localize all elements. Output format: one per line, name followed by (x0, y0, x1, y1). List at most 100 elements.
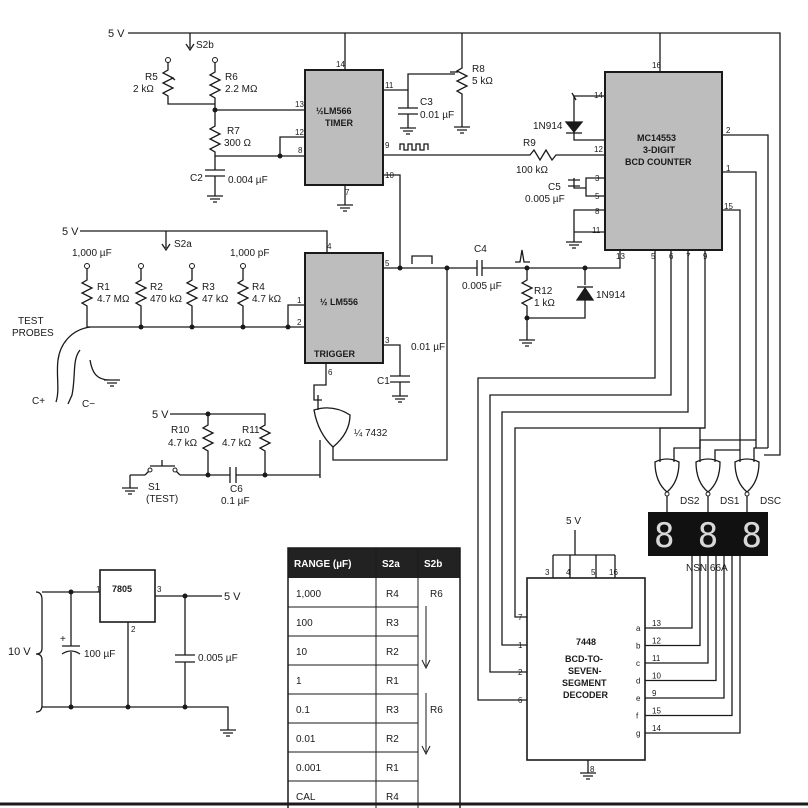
r8-value: 5 kΩ (472, 76, 493, 87)
segment-label-g: g (636, 729, 640, 738)
supply-5v-top-label: 5 V (108, 28, 125, 40)
svg-text:16: 16 (609, 568, 618, 577)
trigger-chip-line2: TRIGGER (314, 349, 356, 359)
range-table-s2a: R4 (386, 792, 399, 803)
svg-text:15: 15 (724, 202, 733, 211)
digit-select-2: DS1 (720, 496, 740, 507)
decoder-chip (526, 577, 646, 761)
decoder-chip-line3: SEVEN- (568, 666, 602, 676)
range-table-range: 100 (296, 618, 313, 629)
probes-label-line1: TEST (18, 316, 44, 327)
counter-chip (604, 71, 723, 251)
counter-output-bus (477, 134, 769, 701)
svg-text:5: 5 (591, 568, 596, 577)
r9-name: R9 (523, 138, 536, 149)
trigger-chip-line1: ½ LM556 (320, 297, 358, 307)
c5-name: C5 (548, 182, 561, 193)
svg-text:14: 14 (336, 60, 345, 69)
decoder-chip-line2: BCD-TO- (565, 654, 603, 664)
segment-label-f: f (636, 712, 639, 721)
counter-diode-network (564, 92, 605, 249)
counter-chip-line3: BCD COUNTER (625, 157, 692, 167)
svg-text:9: 9 (385, 141, 390, 150)
supply-10v-label: 10 V (8, 646, 31, 658)
segment-pin-b: 12 (652, 637, 661, 646)
r6-value: 2.2 MΩ (225, 84, 258, 95)
range-table-range: 10 (296, 647, 308, 658)
range-table-header-1: S2a (382, 559, 400, 570)
svg-text:4: 4 (566, 568, 571, 577)
r4-name: R4 (252, 282, 265, 293)
c3-value: 0.01 µF (420, 110, 454, 121)
c6-value: 0.1 µF (221, 496, 250, 507)
svg-text:6: 6 (518, 696, 523, 705)
svg-text:11: 11 (385, 81, 394, 90)
segment-pin-e: 9 (652, 689, 657, 698)
test-switch-network (122, 413, 320, 495)
probes-label-line2: PROBES (12, 328, 54, 339)
range-table-range: CAL (296, 792, 316, 803)
c2-name: C2 (190, 173, 203, 184)
svg-text:5: 5 (595, 192, 600, 201)
svg-text:13: 13 (616, 252, 625, 261)
r12-name: R12 (534, 286, 553, 297)
range-table-s2a: R1 (386, 676, 399, 687)
segment-pin-g: 14 (652, 724, 661, 733)
r4-cap-label: 1,000 pF (230, 248, 269, 259)
range-table-s2a: R1 (386, 763, 399, 774)
timer-ground (337, 185, 353, 212)
svg-text:3: 3 (385, 336, 390, 345)
led-display-digits: 888 (654, 516, 762, 556)
trigger-chip (304, 252, 384, 364)
decoder-chip-line1: 7448 (576, 637, 596, 647)
cin-value: 100 µF (84, 649, 115, 660)
supply-5v-reg-label: 5 V (224, 591, 241, 603)
segment-pin-a: 13 (652, 619, 661, 628)
segment-pin-d: 10 (652, 672, 661, 681)
range-table-s2b: R6 (430, 589, 443, 600)
r3-name: R3 (202, 282, 215, 293)
c1-value-line1: 0.01 µF (411, 342, 445, 353)
probe-plus-label: C+ (32, 396, 45, 407)
svg-text:5: 5 (385, 259, 390, 268)
range-table-s2b: R6 (430, 705, 443, 716)
c4-value: 0.005 µF (462, 281, 502, 292)
svg-text:1: 1 (518, 641, 523, 650)
r11-value: 4.7 kΩ (222, 438, 252, 449)
timer-chip-line2: TIMER (325, 118, 353, 128)
range-table-range: 1,000 (296, 589, 321, 600)
c6-name: C6 (230, 484, 243, 495)
regulator-circuit (35, 591, 236, 737)
svg-text:2: 2 (131, 625, 136, 634)
regulator-chip (99, 569, 156, 623)
range-table-s2a: R4 (386, 589, 399, 600)
timer-to-counter-wire (383, 143, 605, 162)
range-table-range: 0.1 (296, 705, 310, 716)
s1-name: S1 (148, 482, 161, 493)
timer-chip (304, 69, 384, 186)
svg-text:12: 12 (594, 145, 603, 154)
main-5v-bus (128, 32, 781, 445)
timer-rc-network (161, 62, 305, 203)
svg-text:3: 3 (595, 174, 600, 183)
counter-chip-line1: MC14553 (637, 133, 676, 143)
r9-value: 100 kΩ (516, 165, 548, 176)
segment-pin-f: 15 (652, 707, 661, 716)
r10-value: 4.7 kΩ (168, 438, 198, 449)
svg-text:4: 4 (327, 242, 332, 251)
range-table-range: 1 (296, 676, 302, 687)
decoder-5v-label: 5 V (566, 516, 581, 527)
supply-5v-mid-label: 5 V (62, 226, 79, 238)
or-gate-7432 (313, 363, 351, 478)
c2-value: 0.004 µF (228, 175, 268, 186)
s1-note: (TEST) (146, 494, 178, 505)
supply-5v-s1-label: 5 V (152, 409, 169, 421)
range-resistor-bank (55, 268, 305, 405)
c1-network (383, 344, 410, 403)
range-table-header-2: S2b (424, 559, 442, 570)
r5-name: R5 (145, 72, 158, 83)
diode1-label: 1N914 (533, 121, 563, 132)
switch-s2b-label: S2b (196, 40, 214, 51)
r7-value: 300 Ω (224, 138, 251, 149)
